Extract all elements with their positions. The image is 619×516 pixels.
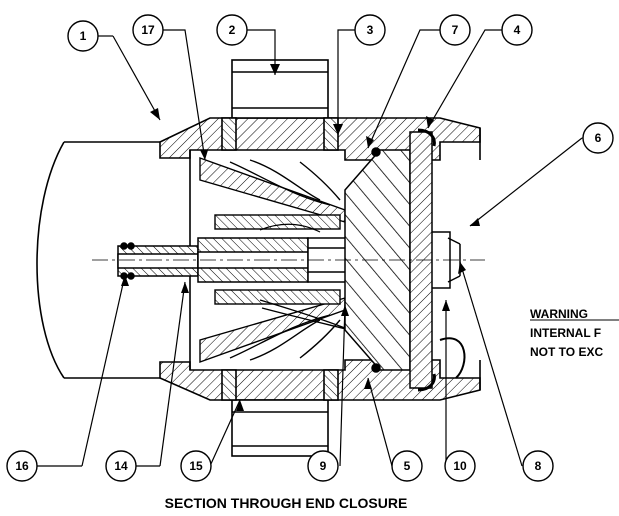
callout-4: 4 [501, 14, 533, 46]
callout-17-label: 17 [141, 23, 155, 37]
callout-6-label: 8 [535, 459, 542, 473]
callout-7-label: 6 [595, 131, 602, 145]
internal-vanes [199, 157, 351, 363]
retaining-ring-top [417, 128, 436, 147]
upper-sleeve [214, 214, 341, 230]
callout-10-label: 10 [453, 459, 467, 473]
warning-line-3: NOT TO EXC [530, 345, 603, 359]
callout-4-label: 4 [514, 23, 521, 37]
top-nozzle-ring-right [323, 117, 339, 151]
callout-17: 17 [132, 14, 164, 46]
callout-2: 2 [216, 14, 248, 46]
callout-7: 6 [582, 122, 614, 154]
callout-10: 10 [444, 450, 476, 482]
lower-sleeve [214, 289, 341, 305]
callout-1-label: 1 [80, 29, 87, 43]
callout-5-label: 5 [404, 459, 411, 473]
callout-3-label: 3 [367, 23, 374, 37]
warning-line-2: INTERNAL F [530, 326, 601, 340]
callout-15-label: 15 [189, 459, 203, 473]
callout-9: 9 [307, 450, 339, 482]
top-nozzle-body [231, 59, 329, 119]
warning-note: WARNING INTERNAL F NOT TO EXC [530, 307, 619, 359]
spring-upper [259, 223, 321, 233]
warning-line-1: WARNING [530, 307, 588, 321]
callout-16-label: 16 [15, 459, 29, 473]
callout-8-label: 7 [452, 23, 459, 37]
callout-8: 7 [439, 14, 471, 46]
bottom-nozzle-ring-left [221, 369, 237, 401]
drawing-caption: SECTION THROUGH END CLOSURE [165, 495, 408, 511]
callout-15: 15 [180, 450, 212, 482]
retaining-ring-bottom [417, 373, 436, 392]
bottom-nozzle-body [231, 399, 329, 457]
callout-6: 8 [522, 450, 554, 482]
retaining-clip [439, 337, 466, 379]
leader-arrows [121, 64, 480, 411]
callout-14: 14 [105, 450, 160, 482]
top-nozzle-ring-left [221, 117, 237, 151]
vessel-shell-curve [36, 141, 65, 379]
callout-16: 16 [6, 450, 82, 482]
callout-9-label: 9 [320, 459, 327, 473]
bottom-nozzle-ring-right [323, 369, 339, 401]
callout-14-label: 14 [114, 459, 128, 473]
callout-3: 3 [354, 14, 386, 46]
leader-lines [81, 29, 583, 467]
callout-1: 1 [67, 20, 113, 52]
callout-5: 5 [391, 450, 423, 482]
callout-2-label: 2 [229, 23, 236, 37]
